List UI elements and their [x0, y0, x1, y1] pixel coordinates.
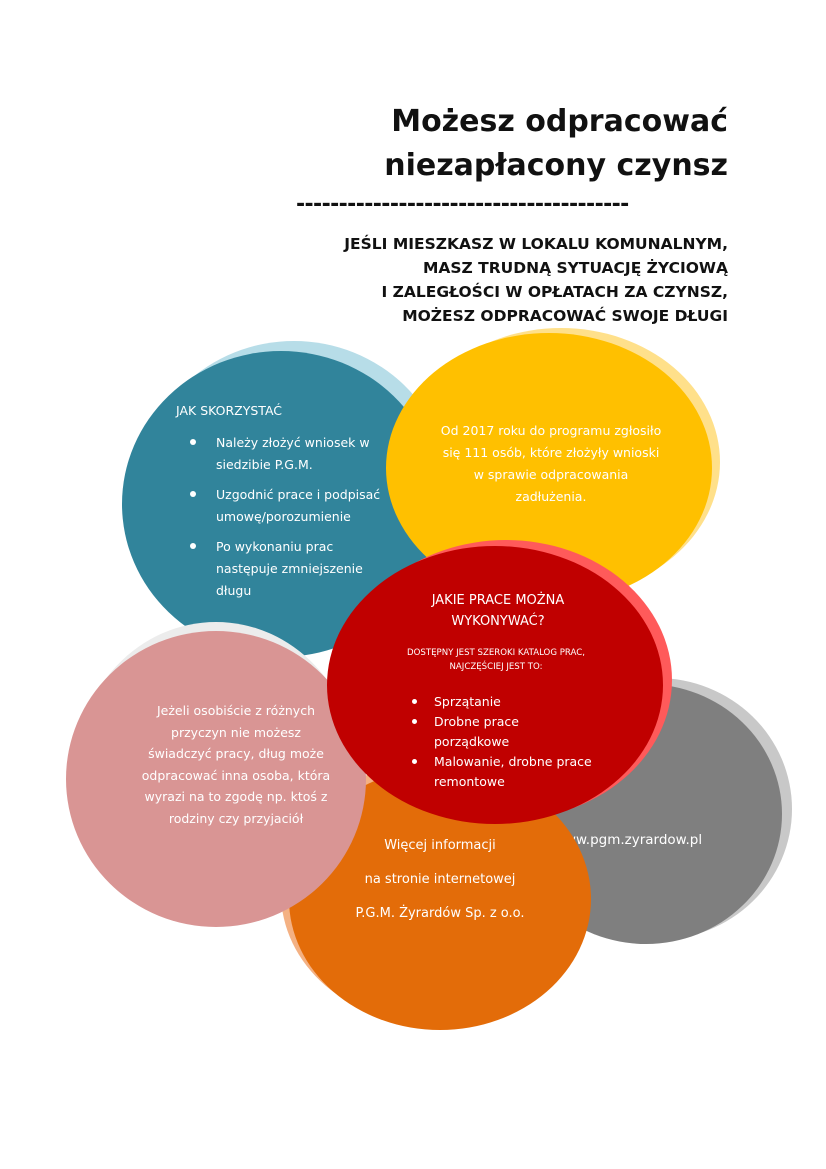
page-title: Możesz odpracować niezapłacony czynsz — [208, 100, 728, 188]
list-item: Należy złożyć wniosek w siedzibie P.G.M. — [176, 432, 386, 476]
pink-circle-text: Jeżeli osobiście z różnych przyczyn nie … — [141, 703, 331, 826]
subtitle-line: JEŚLI MIESZKASZ W LOKALU KOMUNALNYM, — [344, 235, 728, 253]
subtitle: JEŚLI MIESZKASZ W LOKALU KOMUNALNYM, MAS… — [208, 232, 728, 328]
website-url[interactable]: www.pgm.zyrardow.pl — [553, 832, 703, 848]
red-circle-heading: JAKIE PRACE MOŻNA WYKONYWAĆ? — [431, 593, 565, 629]
subtitle-line: MASZ TRUDNĄ SYTUACJĘ ŻYCIOWĄ — [422, 259, 728, 277]
list-item: Drobne prace porządkowe — [408, 712, 598, 752]
red-circle — [327, 546, 663, 824]
list-item: Uzgodnić prace i podpisać umowę/porozumi… — [176, 484, 386, 528]
title-line-1: Możesz odpracować — [391, 104, 728, 139]
dashed-divider: --------------------------------------- — [296, 192, 629, 217]
how-to-list: Należy złożyć wniosek w siedzibie P.G.M.… — [176, 432, 386, 602]
red-circle-note: DOSTĘPNY JEST SZEROKI KATALOG PRAC, NAJC… — [407, 648, 585, 672]
teal-circle-content: JAK SKORZYSTAĆ Należy złożyć wniosek w s… — [176, 400, 386, 602]
subtitle-line: I ZALEGŁOŚCI W OPŁATACH ZA CZYNSZ, — [381, 283, 728, 301]
how-to-heading: JAK SKORZYSTAĆ — [176, 403, 283, 418]
works-list: Sprzątanie Drobne prace porządkowe Malow… — [408, 692, 598, 792]
more-info-line: na stronie internetowej — [364, 872, 516, 887]
subtitle-line: MOŻESZ ODPRACOWAĆ SWOJE DŁUGI — [402, 307, 728, 325]
more-info-line: Więcej informacji — [384, 838, 496, 853]
list-item: Sprzątanie — [408, 692, 598, 712]
company-name: P.G.M. Żyrardów Sp. z o.o. — [355, 906, 525, 921]
list-item: Malowanie, drobne prace remontowe — [408, 752, 598, 792]
title-line-2: niezapłacony czynsz — [384, 148, 728, 183]
yellow-circle-text: Od 2017 roku do programu zgłosiło się 11… — [440, 423, 662, 504]
list-item: Po wykonaniu prac następuje zmniejszenie… — [176, 536, 386, 602]
pink-circle — [66, 631, 366, 927]
orange-circle-text: Więcej informacji na stronie internetowe… — [330, 838, 550, 921]
